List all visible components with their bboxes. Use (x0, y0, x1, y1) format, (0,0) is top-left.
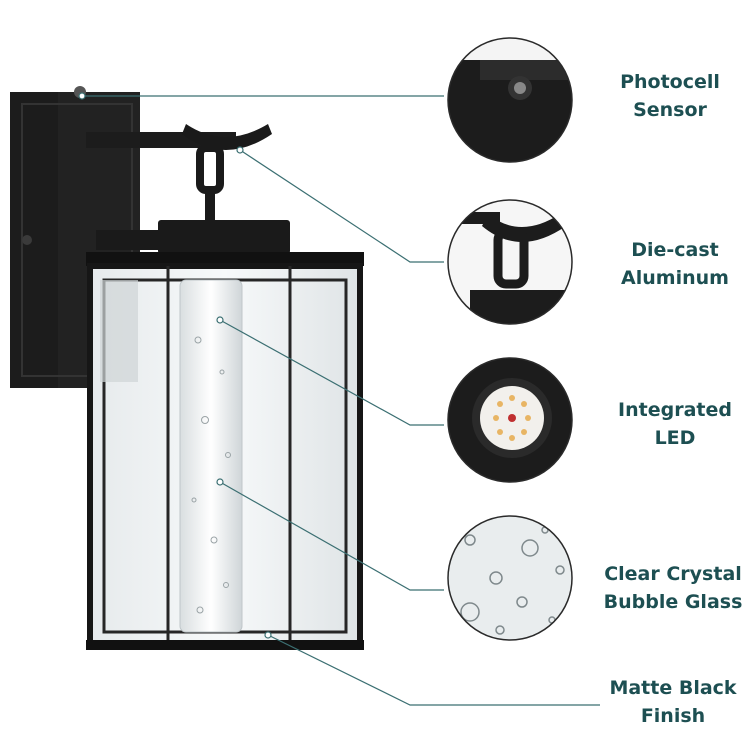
feature-label-line: Clear Crystal (604, 563, 742, 585)
led-module-closeup (447, 357, 573, 483)
feature-label-line: Die-cast (631, 239, 719, 261)
lantern-cap (86, 220, 364, 266)
leader-line-die-cast (239, 149, 444, 263)
mounting-screw-icon (22, 235, 32, 245)
feature-label-line: Sensor (633, 99, 707, 121)
photocell-sensor-closeup (447, 37, 573, 163)
support-arm (86, 124, 272, 250)
bubble-glass-tube (179, 279, 243, 633)
callout-dot (264, 631, 272, 639)
feature-label-line: Matte Black (609, 677, 737, 699)
bubble-glass-closeup (447, 515, 573, 641)
callout-dot (216, 478, 224, 486)
feature-label-die-cast-aluminum: Die-cast Aluminum (600, 236, 750, 292)
feature-label-bubble-glass: Clear Crystal Bubble Glass (596, 560, 750, 616)
leader-line-glass (219, 481, 444, 591)
leader-lines (82, 95, 600, 706)
feature-label-line: LED (654, 427, 696, 449)
feature-label-matte-black-finish: Matte Black Finish (598, 674, 748, 730)
die-cast-hook-closeup (447, 199, 573, 325)
callout-dot (216, 316, 224, 324)
feature-label-line: Aluminum (621, 267, 729, 289)
callout-dot (78, 92, 86, 100)
leader-line-finish (267, 634, 600, 706)
feature-label-photocell-sensor: Photocell Sensor (600, 68, 740, 124)
feature-label-line: Photocell (620, 71, 720, 93)
feature-label-line: Finish (640, 705, 706, 727)
feature-label-line: Bubble Glass (603, 591, 743, 613)
feature-label-integrated-led: Integrated LED (600, 396, 750, 452)
callout-dot (236, 146, 244, 154)
leader-line-led (219, 319, 444, 426)
feature-label-line: Integrated (618, 399, 732, 421)
